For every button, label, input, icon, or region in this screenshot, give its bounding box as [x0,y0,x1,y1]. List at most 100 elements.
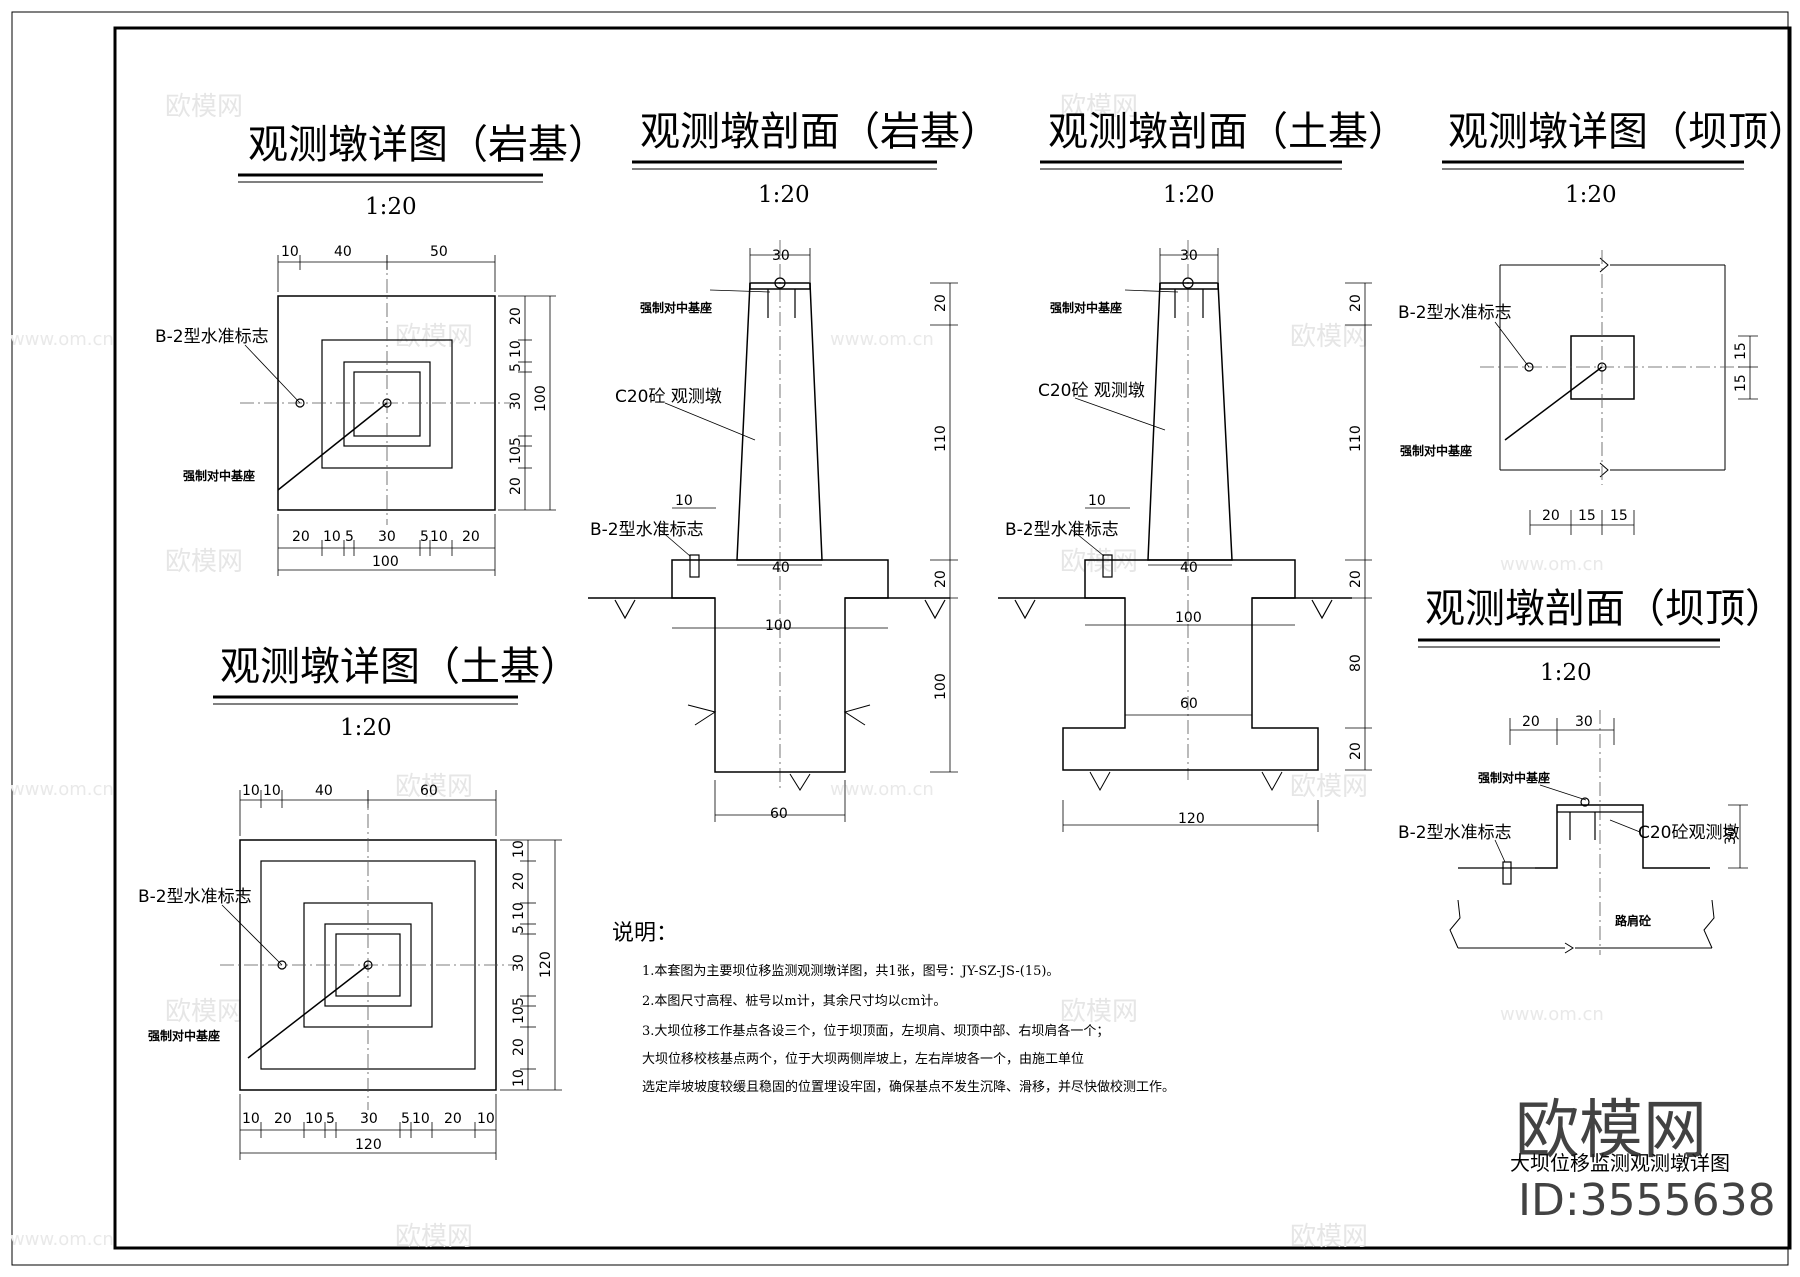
section-crest-base-label: 强制对中基座 [1478,770,1550,785]
svg-text:20: 20 [1348,294,1364,312]
svg-text:40: 40 [334,244,352,260]
plan-crest-base-label: 强制对中基座 [1400,443,1472,458]
svg-text:20: 20 [933,294,949,312]
svg-text:欧模网: 欧模网 [1060,997,1138,1027]
svg-text:欧模网: 欧模网 [395,322,473,352]
svg-text:100: 100 [765,618,792,634]
svg-text:30: 30 [1575,714,1593,730]
svg-text:10: 10 [430,529,448,545]
plan-soil-base-label: 强制对中基座 [148,1028,220,1043]
svg-text:欧模网: 欧模网 [165,92,243,122]
svg-text:110: 110 [1348,425,1364,452]
section-soil-title: 观测墩剖面（土基） [1048,109,1408,155]
plan-rock-view: 观测墩详图（岩基） 1:20 B-2型水准标志 强制对中基座 10 40 50 [155,122,608,576]
svg-text:10: 10 [511,840,527,858]
svg-text:10: 10 [511,1069,527,1087]
svg-text:10: 10 [477,1111,495,1127]
section-rock-view: 观测墩剖面（岩基） 1:20 强制对中基座 C20砼 观测墩 B-2型水准标志 … [588,109,1000,822]
svg-text:30: 30 [378,529,396,545]
section-crest-b2-label: B-2型水准标志 [1398,823,1512,843]
section-rock-scale: 1:20 [758,182,810,208]
plan-rock-b2-label: B-2型水准标志 [155,327,269,347]
svg-text:5: 5 [420,529,429,545]
watermark-logo: 欧模网 [1515,1094,1707,1168]
svg-text:10: 10 [242,783,260,799]
svg-text:100: 100 [533,385,549,412]
plan-soil-view: 观测墩详图（土基） 1:20 B-2型水准标志 强制对中基座 10 10 40 … [138,644,580,1160]
svg-text:5: 5 [326,1111,335,1127]
svg-text:40: 40 [315,783,333,799]
plan-soil-title: 观测墩详图（土基） [220,644,580,690]
plan-rock-base-label: 强制对中基座 [183,468,255,483]
svg-text:110: 110 [933,425,949,452]
svg-text:www.om.cn: www.om.cn [10,1229,114,1250]
watermark-layer: 欧模网 欧模网 欧模网 欧模网 欧模网 欧模网 欧模网 欧模网 欧模网 欧模网 … [10,92,1604,1252]
note-line-2: 2.本图尺寸高程、桩号以m计，其余尺寸均以cm计。 [642,993,946,1009]
plan-crest-view: 观测墩详图（坝顶） 1:20 B-2型水准标志 强制对中基座 20 15 15 [1398,109,1800,535]
svg-text:120: 120 [355,1137,382,1153]
svg-text:30: 30 [1723,827,1739,845]
svg-text:15: 15 [1733,374,1749,392]
notes-block: 说明： 1.本套图为主要坝位移监测观测墩详图，共1张，图号：JY-SZ-JS-(… [612,921,1175,1095]
watermark-id: ID:3555638 [1518,1175,1776,1226]
plan-crest-scale: 1:20 [1565,182,1617,208]
section-soil-c20-label: C20砼 观测墩 [1038,381,1145,401]
svg-text:www.om.cn: www.om.cn [1500,1004,1604,1025]
svg-text:欧模网: 欧模网 [1290,772,1368,802]
svg-text:10: 10 [412,1111,430,1127]
svg-text:10: 10 [281,244,299,260]
svg-text:5: 5 [508,437,524,446]
section-rock-base-label: 强制对中基座 [640,300,712,315]
note-line-3: 3.大坝位移工作基点各设三个，位于坝顶面，左坝肩、坝顶中部、右坝肩各一个； [642,1023,1109,1039]
section-crest-c20-label: C20砼观测墩 [1638,823,1740,843]
svg-text:100: 100 [933,673,949,700]
svg-text:20: 20 [933,570,949,588]
svg-text:30: 30 [772,248,790,264]
section-crest-title: 观测墩剖面（坝顶） [1425,586,1785,632]
svg-text:30: 30 [1180,248,1198,264]
drawing-name: 大坝位移监测观测墩详图 [1510,1151,1730,1175]
svg-text:10: 10 [508,446,524,464]
svg-text:20: 20 [1542,508,1560,524]
svg-text:10: 10 [511,1006,527,1024]
svg-text:15: 15 [1610,508,1628,524]
notes-heading: 说明： [612,921,678,946]
svg-text:20: 20 [508,307,524,325]
note-line-5: 选定岸坡坡度较缓且稳固的位置埋设牢固，确保基点不发生沉降、滑移，并尽快做校测工作… [642,1079,1175,1095]
svg-text:10: 10 [1088,493,1106,509]
note-line-1: 1.本套图为主要坝位移监测观测墩详图，共1张，图号：JY-SZ-JS-(15)。 [642,963,1059,979]
section-rock-c20-label: C20砼 观测墩 [615,387,722,407]
svg-text:5: 5 [345,529,354,545]
svg-text:40: 40 [1180,560,1198,576]
plan-crest-b2-label: B-2型水准标志 [1398,303,1512,323]
svg-text:欧模网: 欧模网 [165,997,243,1027]
svg-text:80: 80 [1348,654,1364,672]
svg-text:100: 100 [372,554,399,570]
svg-text:20: 20 [1522,714,1540,730]
svg-text:30: 30 [508,392,524,410]
svg-text:20: 20 [1348,570,1364,588]
svg-text:10: 10 [511,902,527,920]
svg-text:15: 15 [1733,342,1749,360]
section-crest-view: 观测墩剖面（坝顶） 1:20 强制对中基座 B-2型水准标志 C20砼观测墩 路… [1398,586,1785,955]
section-soil-base-label: 强制对中基座 [1050,300,1122,315]
svg-text:60: 60 [770,806,788,822]
svg-text:20: 20 [274,1111,292,1127]
svg-text:欧模网: 欧模网 [1060,92,1138,122]
section-rock-b2-label: B-2型水准标志 [590,520,704,540]
plan-soil-b2-label: B-2型水准标志 [138,887,252,907]
svg-text:30: 30 [360,1111,378,1127]
svg-text:20: 20 [1348,742,1364,760]
section-soil-scale: 1:20 [1163,182,1215,208]
plan-rock-title: 观测墩详图（岩基） [248,122,608,168]
svg-text:欧模网: 欧模网 [395,1222,473,1252]
svg-text:10: 10 [323,529,341,545]
svg-text:www.om.cn: www.om.cn [10,779,114,800]
svg-text:120: 120 [538,951,554,978]
road-shoulder-label: 路肩砼 [1615,913,1652,928]
svg-text:www.om.cn: www.om.cn [10,329,114,350]
svg-text:20: 20 [508,477,524,495]
section-rock-title: 观测墩剖面（岩基） [640,109,1000,155]
svg-text:100: 100 [1175,610,1202,626]
